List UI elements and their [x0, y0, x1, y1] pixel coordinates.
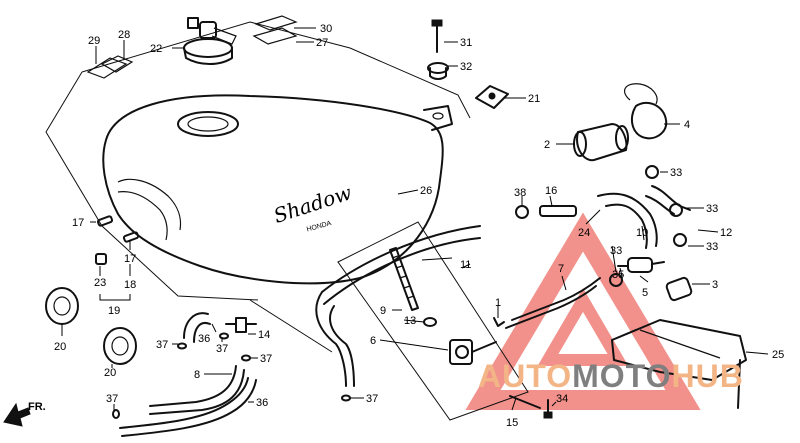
fuel-tank [102, 94, 453, 285]
clip-38 [515, 205, 529, 219]
hose-12 [645, 185, 691, 215]
label-7: 7 [558, 263, 564, 275]
label-17a: 17 [72, 217, 84, 229]
label-12: 12 [720, 227, 732, 239]
bolt-31 [431, 19, 443, 53]
tank-assembly-frame [45, 21, 471, 353]
label-34: 34 [556, 393, 568, 405]
hose-11 [315, 225, 481, 387]
front-direction-arrow-icon [3, 402, 31, 427]
emblem-21 [475, 85, 509, 109]
leader-lines [61, 27, 769, 412]
direction-label: FR. [28, 401, 46, 413]
grommet-32 [427, 62, 449, 80]
hose-7 [505, 277, 601, 329]
label-22: 22 [150, 43, 162, 55]
bolt-34 [543, 399, 553, 419]
label-19: 19 [108, 305, 120, 317]
cock-assembly-frame [337, 221, 529, 421]
hose-10 [597, 192, 658, 249]
label-33b: 33 [706, 203, 718, 215]
label-28: 28 [118, 29, 130, 41]
label-25: 25 [772, 349, 784, 361]
label-18: 18 [124, 279, 136, 291]
bolt-15 [509, 395, 541, 409]
label-38: 38 [514, 187, 526, 199]
hose-8 [149, 365, 245, 415]
label-35: 35 [612, 269, 624, 281]
fuel-cutoff-relay [623, 83, 668, 140]
label-26: 26 [420, 185, 432, 197]
label-37e: 37 [106, 393, 118, 405]
label-37c: 37 [260, 353, 272, 365]
label-37b: 37 [216, 343, 228, 355]
label-2: 2 [544, 139, 550, 151]
label-29: 29 [88, 35, 100, 47]
label-9: 9 [380, 305, 386, 317]
label-37a: 37 [156, 339, 168, 351]
clamps-33 [609, 165, 687, 287]
label-20b: 20 [104, 367, 116, 379]
label-1: 1 [495, 297, 501, 309]
label-15: 15 [506, 417, 518, 429]
label-37d: 37 [366, 393, 378, 405]
cap-nut-20-lower [103, 327, 137, 365]
label-20a: 20 [54, 341, 66, 353]
cap-nut-20-upper [45, 287, 79, 325]
decal-set [86, 15, 298, 79]
label-11: 11 [460, 259, 471, 271]
clips-37 [112, 332, 351, 419]
label-27: 27 [316, 37, 328, 49]
bracket-3 [665, 276, 693, 302]
fuel-pump [573, 123, 629, 162]
label-13: 13 [404, 315, 416, 327]
fuel-cock [449, 339, 497, 365]
label-8: 8 [194, 369, 200, 381]
label-10: 10 [636, 227, 648, 239]
label-21: 21 [528, 93, 540, 105]
tank-brand: HONDA [306, 220, 333, 233]
label-17b: 17 [124, 253, 136, 265]
label-14: 14 [258, 329, 270, 341]
label-6: 6 [370, 335, 376, 347]
joint-14 [225, 317, 257, 333]
label-33d: 33 [610, 245, 622, 257]
tank-logo: Shadow [271, 180, 355, 228]
label-3: 3 [712, 279, 718, 291]
callout-labels: 31 32 21 2 4 33 33 12 33 3 25 22 28 29 3… [54, 23, 784, 429]
fuel-filter [617, 257, 665, 273]
label-16: 16 [545, 185, 557, 197]
label-33c: 33 [706, 241, 718, 253]
joint-16 [539, 205, 577, 217]
label-23: 23 [94, 277, 106, 289]
label-36a: 36 [198, 333, 210, 345]
label-33a: 33 [670, 167, 682, 179]
label-5: 5 [642, 287, 648, 299]
label-30: 30 [320, 23, 332, 35]
fuel-pump-bracket [611, 319, 747, 409]
label-24: 24 [578, 227, 590, 239]
hose-36-upper [183, 312, 211, 343]
label-4: 4 [684, 119, 690, 131]
clip-1 [493, 317, 505, 327]
label-32: 32 [460, 61, 472, 73]
label-36b: 36 [256, 397, 268, 409]
label-31: 31 [460, 37, 472, 49]
valve-screen [389, 247, 437, 327]
fuel-cap [183, 17, 237, 65]
hose-36-lower [119, 377, 257, 437]
collar-23 [95, 253, 107, 265]
watermark-triangle-logo [465, 212, 701, 410]
rubber-pads-17 [96, 215, 140, 243]
